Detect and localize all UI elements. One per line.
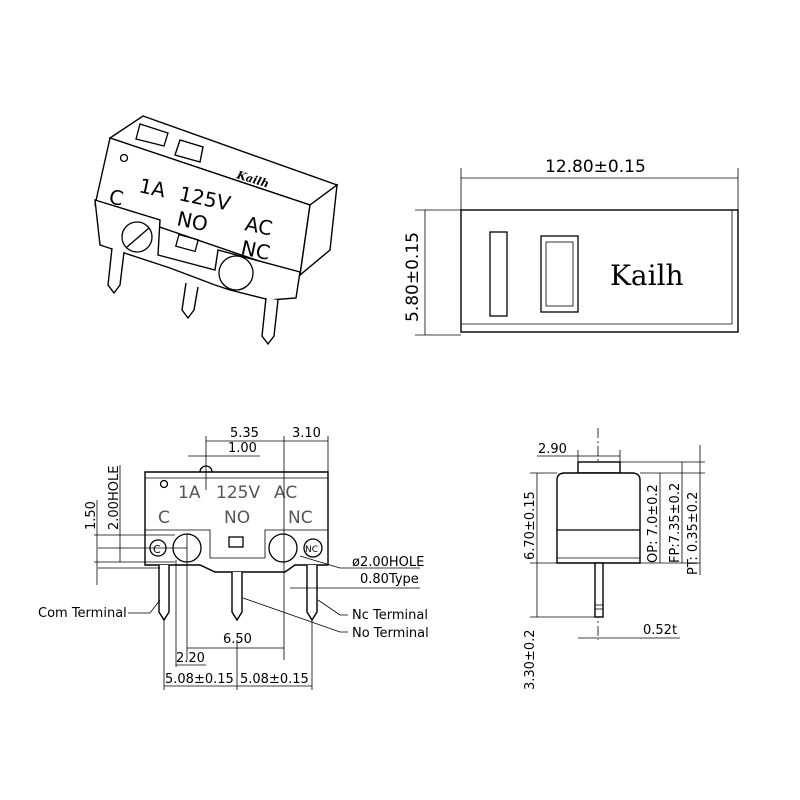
dim-535: 5.35 bbox=[230, 426, 259, 441]
body-label-c: C bbox=[158, 508, 170, 528]
circle-nc-label: NC bbox=[305, 545, 318, 555]
plunger-top bbox=[540, 235, 579, 313]
nc-terminal-label: Nc Terminal bbox=[352, 608, 428, 623]
dim-200-hole: 2.00HOLE bbox=[107, 466, 122, 530]
dim-670: 6.70±0.15 bbox=[523, 491, 538, 560]
mount-dot bbox=[119, 153, 129, 163]
hole-diameter-label: ø2.00HOLE bbox=[352, 555, 424, 570]
side-body bbox=[556, 472, 641, 564]
no-marker bbox=[174, 233, 200, 253]
hole-slash bbox=[126, 227, 150, 248]
dim-150: 1.50 bbox=[84, 501, 99, 530]
iso-label-nc: NC bbox=[239, 235, 272, 264]
com-terminal-label: Com Terminal bbox=[38, 606, 127, 621]
pin-nc bbox=[261, 297, 279, 346]
mount-hole-left bbox=[121, 221, 153, 253]
body-label-no: NO bbox=[224, 508, 250, 528]
top-view-body bbox=[460, 209, 739, 333]
front-view: C NC 1A 125V AC C NO NC 5.35 3.10 1.00 1… bbox=[38, 426, 429, 690]
no-marker bbox=[228, 536, 244, 548]
isometric-view: Kailh 1A C 125V NO AC NC bbox=[94, 115, 339, 346]
side-plunger bbox=[577, 461, 621, 474]
dim-508-left: 5.08±0.15 bbox=[165, 672, 234, 687]
circle-nc bbox=[303, 538, 323, 558]
pin-c bbox=[107, 247, 125, 295]
circle-c-label: C bbox=[153, 543, 161, 556]
pin-no bbox=[181, 282, 199, 320]
body-label-1a: 1A bbox=[178, 483, 201, 503]
dim-290: 2.90 bbox=[538, 442, 567, 457]
pt-label: PT: 0.35±0.2 bbox=[686, 492, 701, 575]
no-terminal-label: No Terminal bbox=[352, 626, 429, 641]
mount-hole-right bbox=[218, 255, 254, 291]
plunger bbox=[174, 139, 204, 163]
dim-height-label: 5.80±0.15 bbox=[403, 232, 423, 322]
body-label-nc: NC bbox=[288, 508, 313, 528]
dim-650: 6.50 bbox=[223, 632, 252, 647]
plunger-slot bbox=[135, 123, 169, 147]
dim-width-label: 12.80±0.15 bbox=[545, 157, 646, 177]
side-view: 2.90 6.70±0.15 3.30±0.2 OP: 7.0±0.2 FP:7… bbox=[523, 428, 705, 690]
op-label: OP: 7.0±0.2 bbox=[646, 484, 661, 563]
top-view-brand: Kailh bbox=[610, 259, 684, 292]
thickness-label: 0.52t bbox=[643, 623, 677, 638]
pin-nc bbox=[306, 565, 318, 622]
dim-220: 2.20 bbox=[176, 651, 205, 666]
dim-100: 1.00 bbox=[228, 441, 257, 456]
top-view: Kailh 12.80±0.15 5.80±0.15 bbox=[403, 157, 739, 336]
plunger-slot bbox=[489, 231, 508, 317]
pin-com bbox=[158, 565, 170, 622]
body-label-ac: AC bbox=[274, 483, 297, 503]
type-label: 0.80Type bbox=[360, 572, 419, 587]
dim-310: 3.10 bbox=[292, 426, 321, 441]
fp-label: FP:7.35±0.2 bbox=[668, 483, 683, 563]
dim-508-right: 5.08±0.15 bbox=[240, 672, 309, 687]
iso-label-c: C bbox=[107, 184, 126, 210]
dim-330: 3.30±0.2 bbox=[523, 629, 538, 690]
switch-side-face bbox=[299, 183, 338, 277]
body-label-125v: 125V bbox=[216, 483, 260, 503]
pin-no bbox=[231, 572, 243, 622]
hole-right bbox=[268, 533, 298, 563]
iso-label-1a: 1A bbox=[137, 173, 168, 202]
iso-label-ac: AC bbox=[243, 211, 275, 240]
